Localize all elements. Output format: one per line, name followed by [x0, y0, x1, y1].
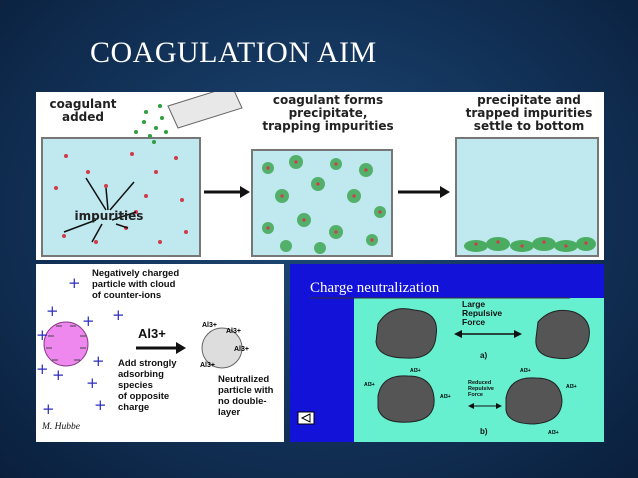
negatively-charged-label: Negatively charged particle with cloud o…	[92, 268, 180, 301]
ion-label: Al3+	[566, 384, 577, 390]
svg-text:+: +	[52, 366, 65, 384]
al-ion-label: Al3+	[234, 346, 249, 353]
neutralized-particle-label: Neutralized particle with no double- lay…	[218, 374, 274, 418]
ion-label: Al3+	[410, 368, 421, 374]
ion-label: Al3+	[364, 382, 375, 388]
svg-text:+: +	[68, 274, 81, 292]
coagulant-forms-precipitate-label: coagulant forms precipitate, trapping im…	[262, 93, 394, 133]
svg-text:+: +	[86, 374, 99, 392]
impurities-label: impurities	[74, 209, 144, 223]
svg-text:+: +	[92, 352, 105, 370]
particle-repulsion-illustration	[297, 297, 604, 442]
label-b: b)	[480, 427, 488, 436]
charge-particle-illustration: +++ +++ +++ ++	[36, 274, 243, 418]
charge-neutralization-panel: Charge neutralization Large Repulsive Fo…	[290, 264, 604, 442]
slide-title: COAGULATION AIM	[90, 36, 377, 69]
svg-text:+: +	[82, 312, 95, 330]
svg-text:+: +	[112, 306, 125, 324]
reduced-repulsive-force-label: Reduced Repulsive Force	[468, 380, 494, 398]
svg-text:+: +	[46, 302, 59, 320]
precipitate-settle-label: precipitate and trapped impurities settl…	[465, 93, 593, 133]
svg-text:+: +	[94, 396, 107, 414]
ion-label: Al3+	[520, 368, 531, 374]
counter-ion-panel: +++ +++ +++ ++ Negatively charged partic…	[36, 264, 284, 442]
al-ion-label: Al3+	[226, 328, 241, 335]
svg-text:+: +	[42, 400, 55, 418]
coagulation-process-panel: coagulant added impurities coagulant for…	[36, 92, 604, 260]
ion-label: Al3+	[548, 430, 559, 436]
add-strongly-label: Add strongly adsorbing species of opposi…	[118, 358, 177, 413]
al-ion-label: Al3+	[200, 362, 215, 369]
charge-neutralization-title: Charge neutralization	[310, 280, 440, 296]
ion-label: Al3+	[440, 394, 451, 400]
label-a: a)	[480, 351, 488, 360]
coagulant-added-label: coagulant added	[49, 97, 117, 124]
large-repulsive-force-label: Large Repulsive Force	[462, 299, 503, 327]
svg-text:+: +	[36, 360, 49, 378]
credit-label: M. Hubbe	[42, 422, 80, 432]
coagulation-process-illustration	[41, 92, 599, 257]
al-ion-label: Al3+	[202, 322, 217, 329]
svg-text:+: +	[36, 326, 49, 344]
reagent-label: Al3+	[138, 326, 166, 341]
